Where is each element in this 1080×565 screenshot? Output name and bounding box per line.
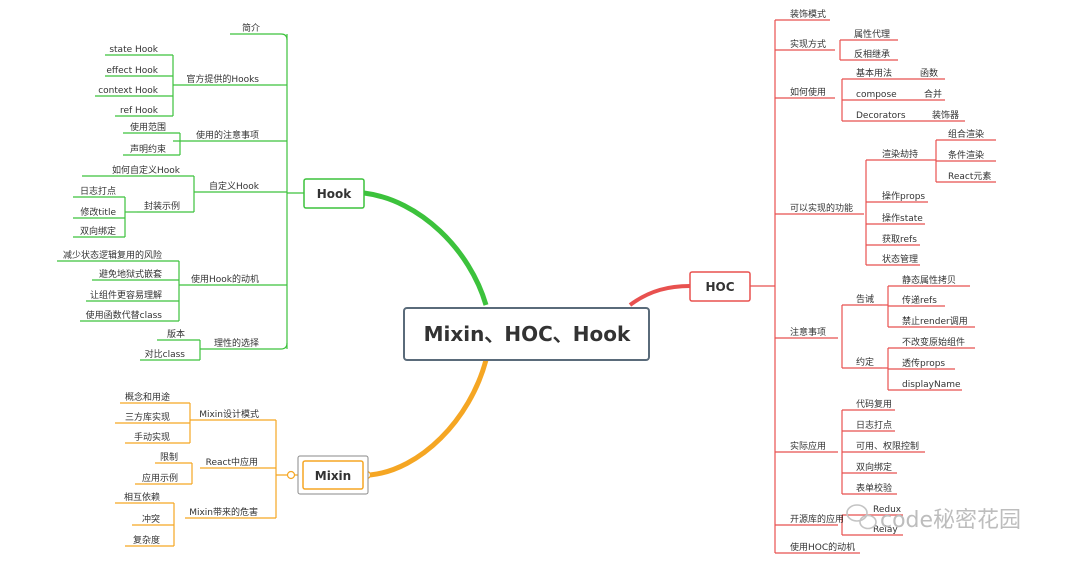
hoc-usage-decorators: Decorators xyxy=(856,111,906,121)
hoc-usage-basic: 基本用法 xyxy=(856,67,892,79)
mixin-danger-item: 复杂度 xyxy=(133,534,160,546)
hook-node-box xyxy=(303,178,365,209)
mixin-react-item: 应用示例 xyxy=(142,472,178,484)
hook-rational-item: 对比class xyxy=(145,348,186,360)
hoc-practice-label: 实际应用 xyxy=(790,440,826,452)
hoc-practice-item: 日志打点 xyxy=(856,419,892,431)
hoc-warn-item: 静态属性拷贝 xyxy=(902,274,956,286)
watermark-text: code秘密花园 xyxy=(880,508,1021,533)
hoc-convention-item: displayName xyxy=(902,380,961,390)
hoc-motivation: 使用HOC的动机 xyxy=(790,541,855,553)
hoc-warn-item: 禁止render调用 xyxy=(902,315,968,327)
hook-notes-item: 使用范围 xyxy=(130,121,166,133)
hoc-node-box xyxy=(689,271,751,302)
hoc-convention-item: 不改变原始组件 xyxy=(902,336,965,348)
hoc-hijack-item: 条件渲染 xyxy=(948,149,984,161)
hoc-feature-item: 状态管理 xyxy=(882,253,918,265)
hoc-convention-label: 约定 xyxy=(856,356,874,368)
hook-motivation-label: 使用Hook的动机 xyxy=(191,273,259,285)
mixin-pattern-item: 手动实现 xyxy=(134,431,170,443)
hoc-label: HOC xyxy=(705,280,734,294)
hook-intro: 简介 xyxy=(242,22,260,34)
hoc-opensource-item: Relay xyxy=(873,525,898,535)
hook-rational-label: 理性的选择 xyxy=(214,337,259,349)
hook-motivation-item: 避免地狱式嵌套 xyxy=(99,268,162,280)
hoc-impl-item: 反相继承 xyxy=(854,48,890,60)
hook-label: Hook xyxy=(317,187,353,201)
hook-notes-item: 声明约束 xyxy=(130,143,166,155)
hoc-impl-label: 实现方式 xyxy=(790,38,826,50)
hoc-warn-item: 传递refs xyxy=(902,294,937,306)
hook-custom-label: 自定义Hook xyxy=(209,180,260,192)
hoc-decorator: 装饰模式 xyxy=(790,8,826,20)
hook-custom-how: 如何自定义Hook xyxy=(112,164,181,176)
hoc-feature-item: 操作state xyxy=(882,212,923,224)
hoc-features-label: 可以实现的功能 xyxy=(790,202,853,214)
hoc-practice-item: 双向绑定 xyxy=(856,461,892,473)
mixin-pattern-item: 三方库实现 xyxy=(125,411,170,423)
hoc-impl-item: 属性代理 xyxy=(854,28,890,40)
hook-official-item: context Hook xyxy=(98,86,159,96)
mixin-react-item: 限制 xyxy=(160,451,178,463)
watermark: code秘密花园 xyxy=(846,504,1021,533)
hoc-convention-item: 透传props xyxy=(902,357,945,369)
hoc-usage-basic-leaf: 函数 xyxy=(920,67,938,79)
hook-motivation-item: 让组件更容易理解 xyxy=(90,289,162,301)
hoc-practice-item: 表单校验 xyxy=(856,482,892,494)
hook-motivation-item: 减少状态逻辑复用的风险 xyxy=(63,249,162,261)
hook-example-item: 日志打点 xyxy=(80,185,116,197)
mixin-pattern-label: Mixin设计模式 xyxy=(199,408,259,420)
root-node-box xyxy=(403,307,650,361)
hoc-hijack-item: React元素 xyxy=(948,170,991,182)
hoc-opensource-label: 开源库的应用 xyxy=(790,513,844,525)
hoc-hijack-item: 组合渲染 xyxy=(948,128,984,140)
hoc-warn-label: 告诫 xyxy=(856,293,874,305)
hook-branch xyxy=(57,33,304,361)
hoc-practice-item: 代码复用 xyxy=(856,398,892,410)
hoc-feature-item: 操作props xyxy=(882,190,925,202)
mixin-danger-item: 冲突 xyxy=(142,513,160,525)
hook-rational-item: 版本 xyxy=(167,328,185,340)
hook-example-item: 双向绑定 xyxy=(80,225,116,237)
hoc-usage-decorators-leaf: 装饰器 xyxy=(932,109,959,121)
hoc-hijack-label: 渲染劫持 xyxy=(882,148,918,160)
hoc-feature-item: 获取refs xyxy=(882,234,917,245)
mixin-pattern-item: 概念和用途 xyxy=(125,391,170,403)
mixin-danger-item: 相互依赖 xyxy=(124,491,160,503)
mixin-label: Mixin xyxy=(315,469,351,483)
hoc-usage-compose: compose xyxy=(856,90,897,100)
hoc-usage-compose-leaf: 合并 xyxy=(924,88,942,100)
hoc-practice-item: 可用、权限控制 xyxy=(856,440,919,452)
hook-official-item: ref Hook xyxy=(120,106,159,116)
hook-official-item: effect Hook xyxy=(106,66,158,76)
root-label: Mixin、HOC、Hook xyxy=(424,322,631,346)
hoc-usage-label: 如何使用 xyxy=(790,86,826,98)
hoc-cautions-label: 注意事项 xyxy=(790,326,826,338)
mixin-branch xyxy=(115,402,372,547)
hook-examples-label: 封装示例 xyxy=(144,200,180,212)
mixin-danger-label: Mixin带来的危害 xyxy=(189,506,258,518)
hook-notes-label: 使用的注意事项 xyxy=(196,129,259,141)
hoc-branch xyxy=(750,19,996,554)
wechat-logo-icon xyxy=(846,504,877,530)
hook-example-item: 修改title xyxy=(80,206,116,218)
hook-official-label: 官方提供的Hooks xyxy=(186,73,259,85)
mixin-react-label: React中应用 xyxy=(206,456,258,468)
hoc-opensource-item: Redux xyxy=(873,505,902,515)
hook-motivation-item: 使用函数代替class xyxy=(86,309,163,321)
hook-official-item: state Hook xyxy=(109,45,158,55)
mixin-node-box xyxy=(302,460,364,490)
